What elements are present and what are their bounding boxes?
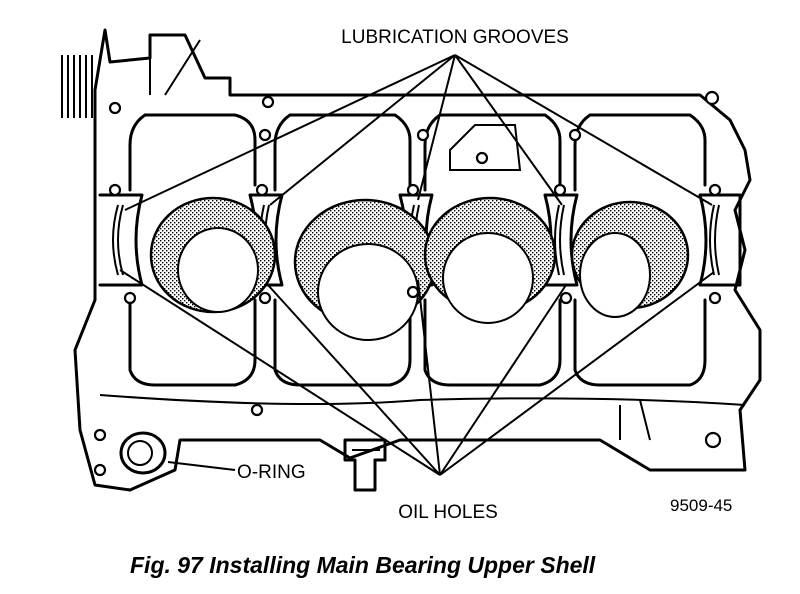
bore-openings <box>128 113 707 387</box>
o-ring-part <box>119 431 167 475</box>
o-ring-label: O-RING <box>237 462 306 483</box>
o-ring-leader <box>167 461 236 471</box>
lubrication-grooves-label: LUBRICATION GROOVES <box>341 27 569 48</box>
figure-number: 9509-45 <box>670 496 732 515</box>
figure-caption: Fig. 97 Installing Main Bearing Upper Sh… <box>130 552 596 578</box>
oil-holes-label: OIL HOLES <box>398 502 498 523</box>
cylinder-bores <box>149 196 690 341</box>
bolt-holes <box>93 90 722 477</box>
oil-holes-leaders <box>119 269 715 476</box>
oil-fitting <box>343 438 387 492</box>
lubrication-grooves-leaders <box>124 54 713 211</box>
block-outline <box>61 28 762 492</box>
